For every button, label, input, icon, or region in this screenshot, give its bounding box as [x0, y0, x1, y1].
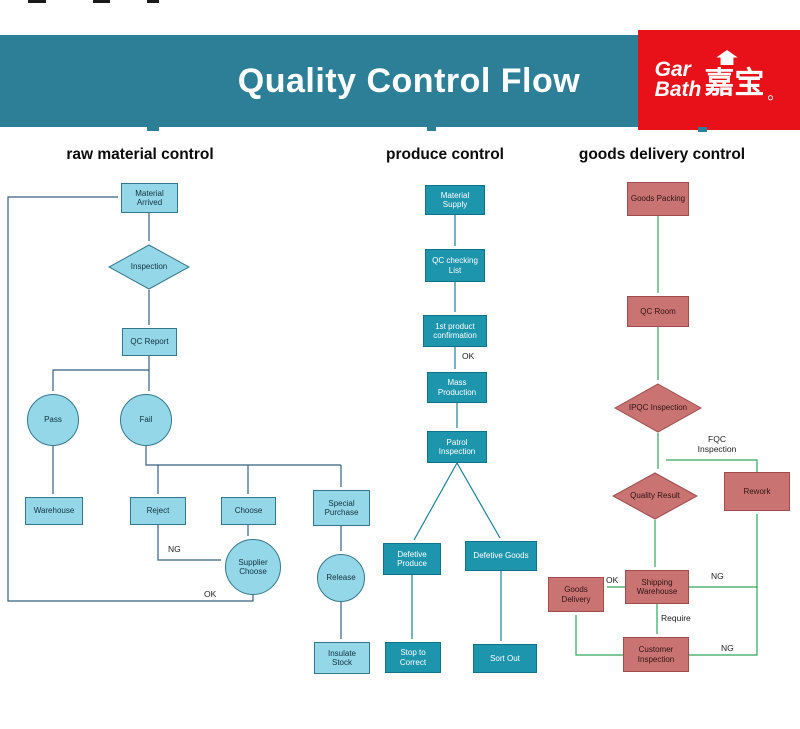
label-fqc-inspection: FQC Inspection [697, 434, 737, 454]
node-shipping-warehouse: Shipping Warehouse [625, 570, 689, 604]
node-inspection-label: Inspection [130, 262, 168, 272]
top-artifact-dash [28, 0, 46, 3]
node-sort-out: Sort Out [473, 644, 537, 673]
edge-reject-supplier-choose [157, 525, 221, 561]
edge-customer-ng-merge [689, 587, 758, 656]
page-title: Quality Control Flow [237, 62, 581, 100]
node-reject: Reject [130, 497, 186, 525]
node-warehouse: Warehouse [25, 497, 83, 525]
node-goods-packing: Goods Packing [627, 182, 689, 216]
logo-word-top: Gar [654, 58, 691, 82]
column-heading-raw-material: raw material control [66, 146, 214, 163]
node-ipqc-inspection: IPQC Inspection [614, 383, 702, 433]
teal-artifact-dash [147, 126, 159, 131]
node-material-arrived: Material Arrived [121, 183, 178, 213]
edge-patrol-defetive-goods [456, 462, 501, 539]
node-qc-room: QC Room [627, 296, 689, 327]
edge-rework-fqc-loop [666, 459, 758, 472]
logo-dot: 。 [767, 86, 784, 103]
node-release: Release [317, 554, 365, 602]
teal-artifact-dash [698, 127, 707, 132]
node-stop-to-correct: Stop to Correct [385, 642, 441, 673]
node-rework: Rework [724, 472, 790, 511]
node-ipqc-inspection-label: IPQC Inspection [628, 403, 688, 413]
node-fail: Fail [120, 394, 172, 446]
node-inspection: Inspection [108, 244, 190, 290]
node-quality-result: Quality Result [612, 472, 698, 520]
node-pass: Pass [27, 394, 79, 446]
node-mass-production: Mass Production [427, 372, 487, 403]
label-require: Require [661, 613, 691, 623]
label-ng-customer: NG [721, 643, 734, 653]
label-ok-confirm: OK [462, 351, 475, 361]
column-heading-goods-delivery: goods delivery control [578, 146, 746, 163]
node-customer-inspection: Customer Inspection [623, 637, 689, 672]
node-qc-checking-list: QC checking List [425, 249, 485, 282]
logo-word-bottom: Bath [654, 78, 702, 101]
node-defetive-goods: Defetive Goods [465, 541, 537, 571]
column-heading-produce: produce control [386, 146, 504, 163]
node-supplier-choose: Supplier Choose [225, 539, 281, 595]
top-artifact-dash [93, 0, 110, 3]
node-defetive-produce: Defetive Produce [383, 543, 441, 575]
label-ok-delivery: OK [606, 575, 619, 585]
logo-wordmark: Gar Bath [654, 58, 702, 101]
header-banner: Quality Control Flow [0, 35, 638, 127]
label-ng-shipping: NG [711, 571, 724, 581]
company-logo: Gar Bath 嘉宝 。 [638, 30, 800, 130]
logo-cjk: 嘉宝 [704, 67, 765, 100]
node-special-purchase: Special Purchase [313, 490, 370, 526]
house-icon [716, 50, 738, 65]
edge-supplier-choose-ok-loop [7, 196, 254, 602]
node-quality-result-label: Quality Result [630, 491, 680, 501]
node-insulate-stock: Insulate Stock [314, 642, 370, 674]
node-patrol-inspection: Patrol Inspection [427, 431, 487, 463]
edge-fail-branch [145, 446, 341, 466]
edge-patrol-defetive-produce [413, 462, 458, 541]
label-ok-loop: OK [204, 589, 217, 599]
node-first-product-confirmation: 1st product confirmation [423, 315, 487, 347]
edge-customer-goods-delivery [575, 615, 623, 656]
node-goods-delivery: Goods Delivery [548, 577, 604, 612]
label-ng-reject: NG [168, 544, 181, 554]
edge-qcreport-pass [52, 369, 149, 391]
teal-artifact-dash [427, 126, 436, 131]
node-choose: Choose [221, 497, 276, 525]
node-material-supply: Material Supply [425, 185, 485, 215]
top-artifact-dash [147, 0, 159, 3]
node-qc-report: QC Report [122, 328, 177, 356]
